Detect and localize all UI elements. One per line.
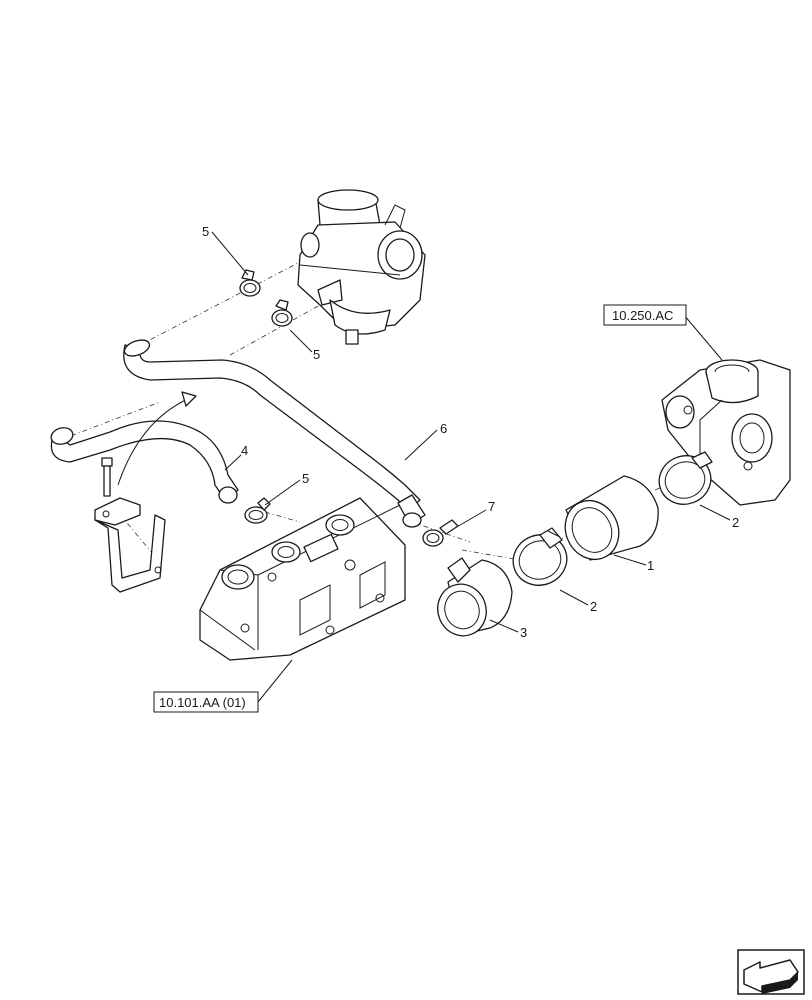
reference-10-101-aa-label: 10.101.AA (01) — [159, 695, 246, 710]
callout-6: 6 — [440, 421, 447, 436]
sleeve-1 — [564, 475, 659, 561]
hose-6 — [123, 339, 426, 528]
callout-5-top: 5 — [202, 224, 209, 239]
reference-10-101-aa[interactable]: 10.101.AA (01) — [153, 691, 259, 713]
hose-clamp-2-right — [658, 451, 713, 505]
engine-valve-cover — [199, 497, 406, 661]
callout-3: 3 — [520, 625, 527, 640]
callout-2-middle: 2 — [590, 599, 597, 614]
elbow-pipe-3 — [437, 557, 513, 637]
hose-4 — [50, 420, 239, 504]
clamp-5-top — [239, 269, 261, 297]
callout-5-lower: 5 — [302, 471, 309, 486]
callout-7: 7 — [488, 499, 495, 514]
routing-arrow — [117, 391, 197, 486]
callout-2-right: 2 — [732, 515, 739, 530]
clamp-5-lower — [244, 497, 271, 524]
next-page-arrow-icon[interactable] — [737, 949, 805, 995]
callout-1: 1 — [647, 558, 654, 573]
clamp-5-middle — [271, 299, 293, 327]
clamp-7 — [422, 519, 459, 547]
reference-10-250-ac-label: 10.250.AC — [612, 308, 673, 323]
callout-5-middle: 5 — [313, 347, 320, 362]
intake-housing — [661, 359, 791, 506]
callout-4: 4 — [241, 443, 248, 458]
leader-lines — [211, 231, 731, 703]
reference-10-250-ac[interactable]: 10.250.AC — [603, 304, 687, 326]
callout-labels: 5 5 4 5 6 7 1 2 3 2 — [202, 224, 739, 640]
bolt-and-bracket — [94, 457, 166, 593]
breather-valve-assembly — [297, 189, 426, 345]
hose-clamp-2-middle — [512, 527, 568, 586]
